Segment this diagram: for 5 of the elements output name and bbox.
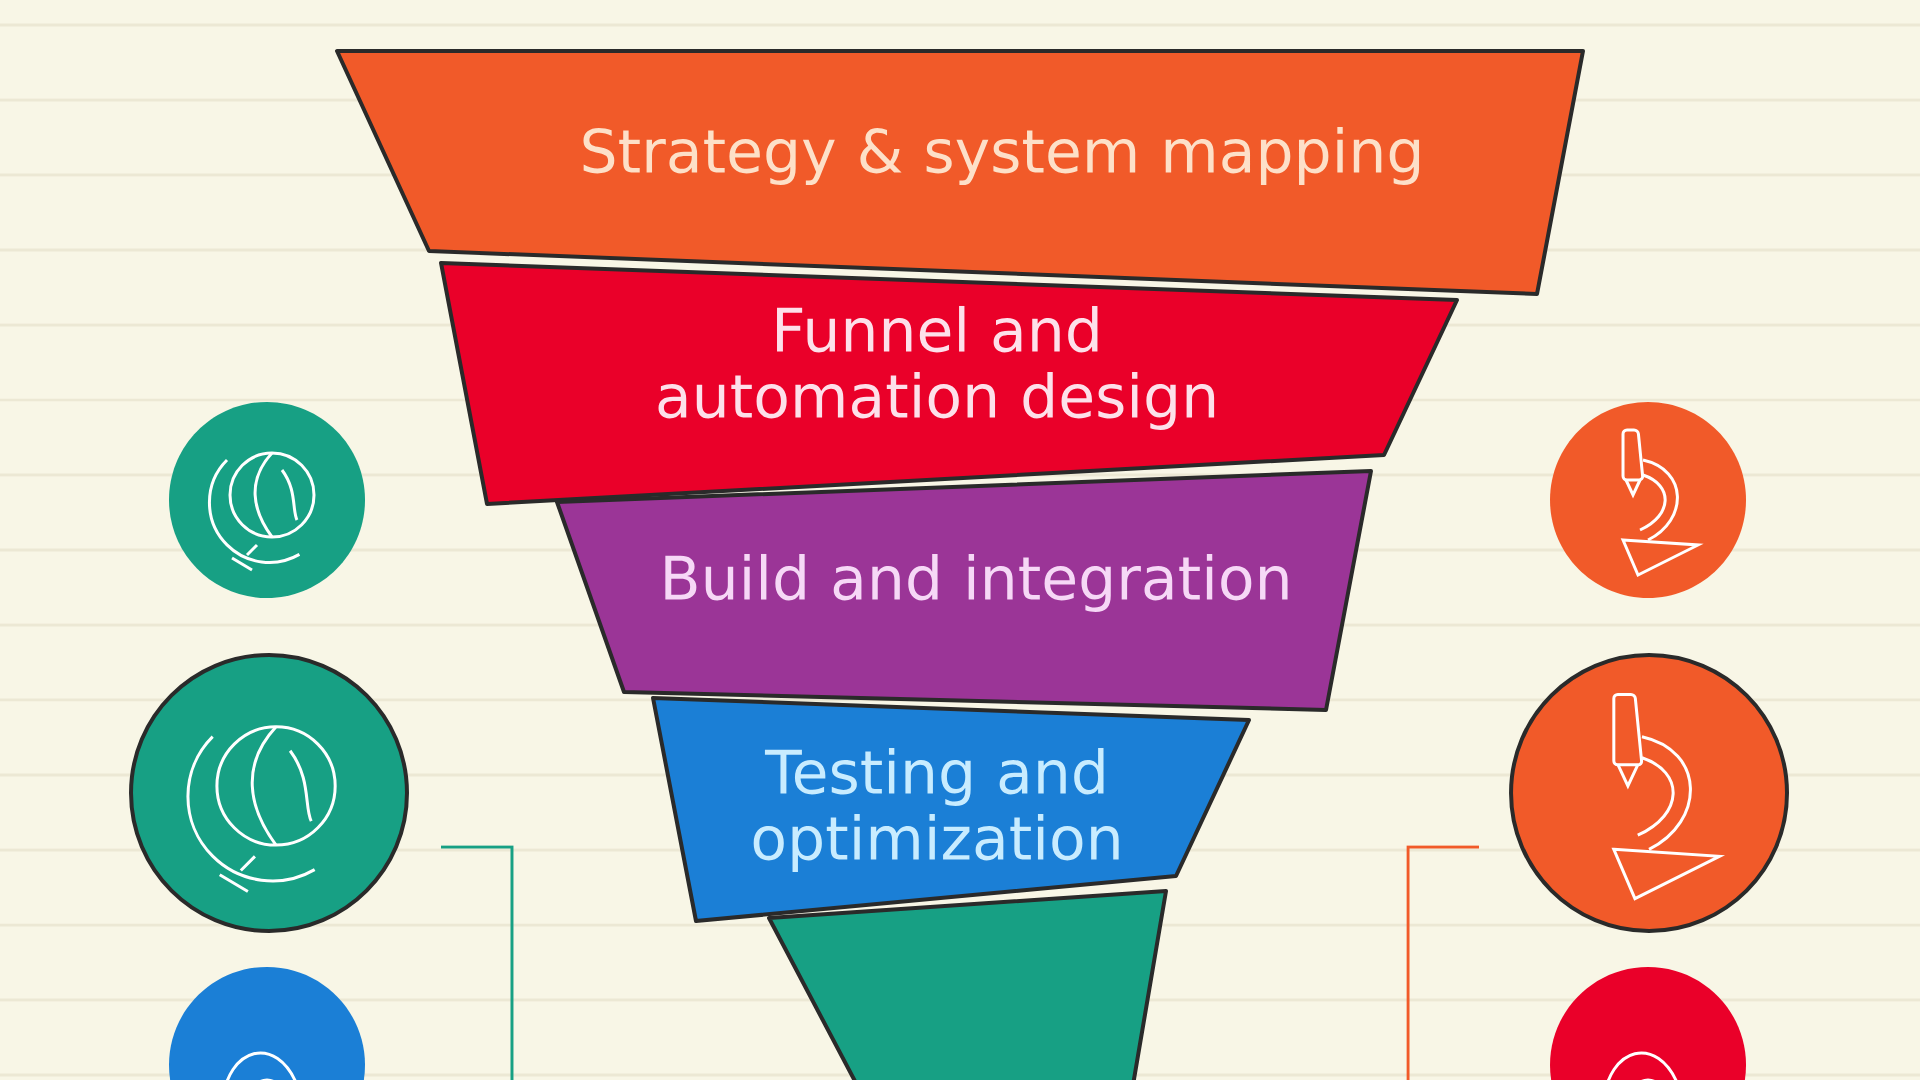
funnel-band: Testing and optimization xyxy=(651,696,1251,923)
funnel-band: Build and integration xyxy=(555,469,1373,712)
funnel-band: Strategy & system mapping xyxy=(335,49,1585,296)
funnel-band: Funnel and automation design xyxy=(439,261,1459,506)
funnel-band xyxy=(767,889,1168,1080)
